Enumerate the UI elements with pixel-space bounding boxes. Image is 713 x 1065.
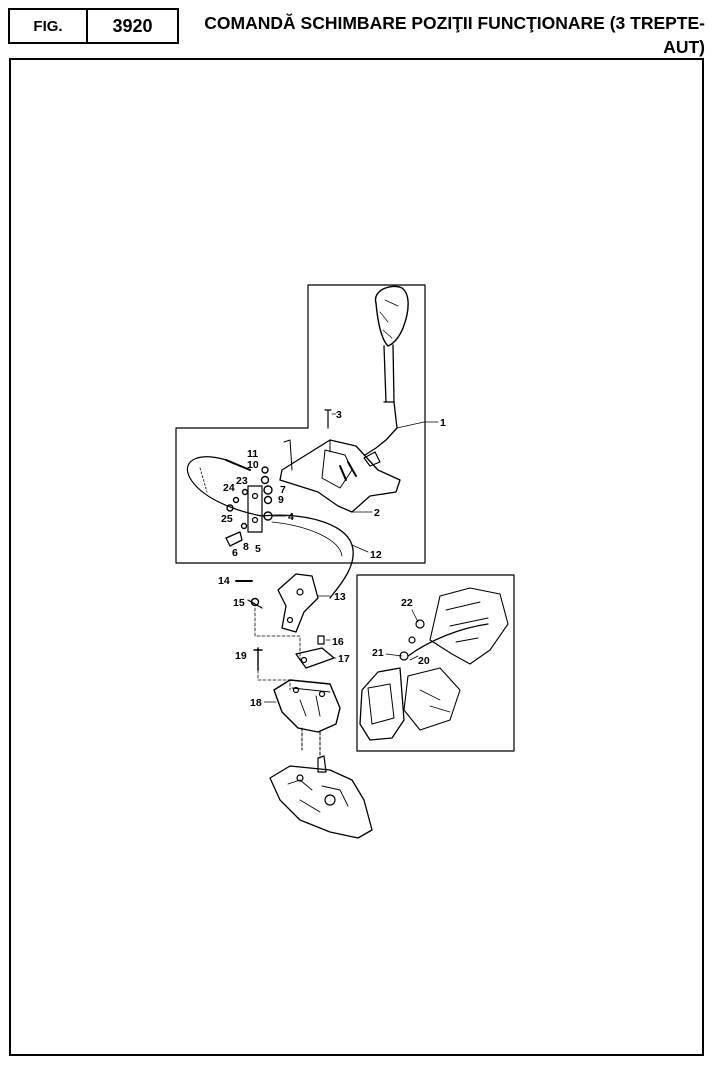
shift-cable xyxy=(261,514,354,599)
callout-14: 14 xyxy=(218,575,230,587)
callout-2: 2 xyxy=(374,507,380,519)
diagram-title: COMANDĂ SCHIMBARE POZIŢII FUNCŢIONARE (3… xyxy=(204,13,705,57)
callout-13: 13 xyxy=(334,591,346,603)
callout-17: 17 xyxy=(338,653,350,665)
inset-frame xyxy=(356,574,515,752)
callout-1: 1 xyxy=(440,417,446,429)
callout-12: 12 xyxy=(370,549,382,561)
linkage-plate xyxy=(247,485,263,533)
shift-lever xyxy=(383,344,395,403)
callout-4: 4 xyxy=(288,511,294,523)
shifter-bracket xyxy=(279,439,401,513)
transmission-case xyxy=(269,765,373,839)
callout-15: 15 xyxy=(233,597,245,609)
upper-assembly-outline xyxy=(175,284,426,564)
callout-6: 6 xyxy=(232,547,238,559)
callout-18: 18 xyxy=(250,697,262,709)
callout-8: 8 xyxy=(243,541,249,553)
cable-bracket xyxy=(277,573,319,633)
cable-loop xyxy=(186,456,263,517)
bolt-3 xyxy=(324,409,332,429)
callout-7: 7 xyxy=(280,484,286,496)
drawing-frame xyxy=(9,58,704,1056)
callout-11: 11 xyxy=(247,448,258,460)
callout-10: 10 xyxy=(247,459,259,471)
callout-25: 25 xyxy=(221,513,233,525)
callout-20: 20 xyxy=(418,655,430,667)
callout-3: 3 xyxy=(336,409,342,421)
callout-24: 24 xyxy=(223,482,235,494)
fig-number: 3920 xyxy=(86,8,179,44)
callout-23: 23 xyxy=(236,475,248,487)
selector-housing xyxy=(273,679,341,733)
callout-22: 22 xyxy=(401,597,413,609)
callout-9: 9 xyxy=(278,494,284,506)
callout-16: 16 xyxy=(332,636,344,648)
callout-5: 5 xyxy=(255,543,261,555)
callout-21: 21 xyxy=(372,647,384,659)
inset-engine xyxy=(359,667,405,741)
shift-knob xyxy=(374,285,409,347)
callout-19: 19 xyxy=(235,650,247,662)
